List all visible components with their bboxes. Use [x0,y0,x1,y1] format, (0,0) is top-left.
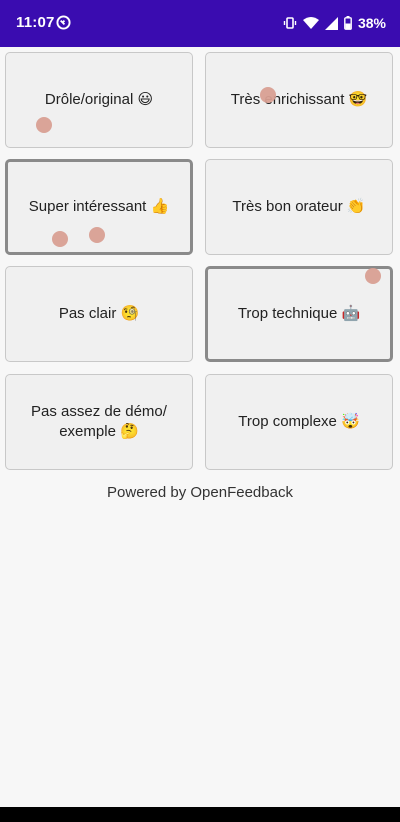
vote-dot [52,231,68,247]
option-tres-bon-orateur[interactable]: Très bon orateur 👏 [205,159,393,255]
option-label: Très bon orateur 👏 [232,197,366,215]
option-label: Drôle/original 😃 [44,90,154,108]
vote-dot [365,268,381,284]
option-drole-original[interactable]: Drôle/original 😃 [5,52,193,148]
battery-percent: 38% [357,15,386,31]
status-time: 11:07 [16,14,55,31]
powered-by-footer: Powered by OpenFeedback [107,484,293,501]
vibrate-icon [283,16,297,30]
system-navigation-bar [0,807,400,822]
app-notification-icon [56,15,71,30]
option-label: Trop complexe 🤯 [238,412,360,430]
option-tres-enrichissant[interactable]: Très enrichissant 🤓 [205,52,393,148]
option-pas-assez-de-demo[interactable]: Pas assez de démo/ exemple 🤔 [5,374,193,470]
status-bar: 11:07 [0,0,400,47]
option-label: Pas clair 🧐 [58,304,140,322]
option-label: Super intéressant 👍 [28,197,170,215]
wifi-icon [302,16,319,30]
status-icons: 38% [283,14,386,32]
option-label: Pas assez de démo/ exemple 🤔 [31,402,167,440]
option-label: Très enrichissant 🤓 [230,90,368,108]
signal-icon [324,16,338,30]
battery-icon [344,16,352,30]
option-trop-technique[interactable]: Trop technique 🤖 [205,266,393,362]
vote-dot [89,227,105,243]
option-label: Trop technique 🤖 [237,304,361,322]
vote-dot [36,117,52,133]
vote-dot [260,87,276,103]
option-pas-clair[interactable]: Pas clair 🧐 [5,266,193,362]
option-trop-complexe[interactable]: Trop complexe 🤯 [205,374,393,470]
